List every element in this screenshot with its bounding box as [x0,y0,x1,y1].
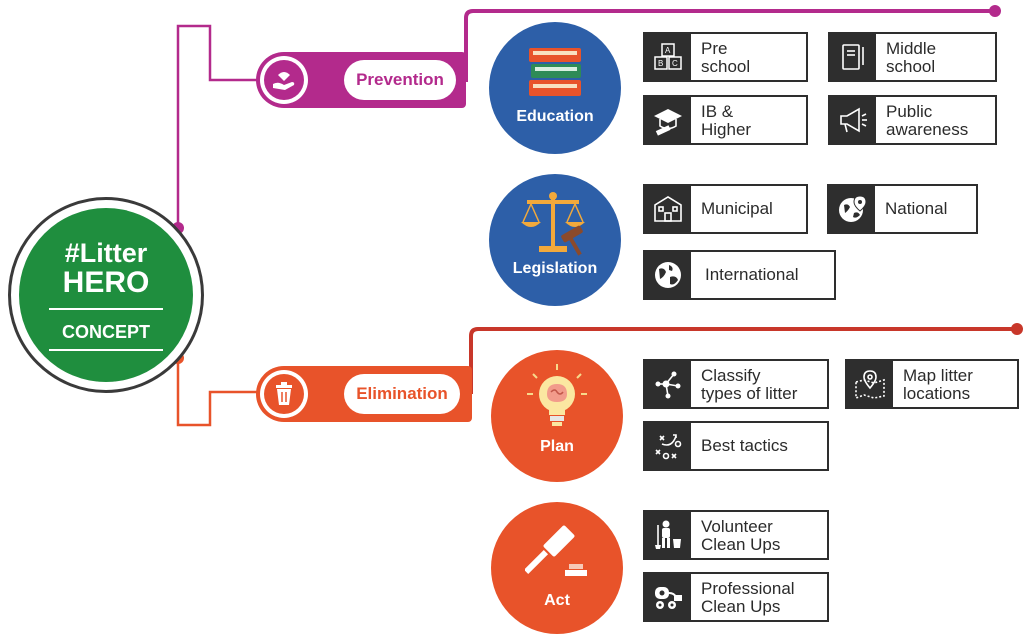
plan-label: Plan [540,438,574,455]
best-tactics-box: Best tactics [643,421,829,471]
public-awareness-box: Public awareness [828,95,997,145]
public-awareness-text: Public awareness [886,102,969,139]
trash-can-icon [264,374,304,414]
professional-text: Professional Clean Ups [701,579,795,616]
classify-box: Classify types of litter [643,359,829,409]
notebook-icon [830,34,876,80]
books-icon [529,48,581,96]
legislation-circle: Legislation [489,174,621,306]
vacuum-icon [645,574,691,620]
network-icon [645,361,691,407]
elimination-banner: Elimination [256,366,472,422]
act-label: Act [544,592,570,609]
litter-hero-concept-hub: #Litter HERO CONCEPT [8,197,204,393]
education-circle: Education [489,22,621,154]
act-circle: Act [491,502,623,634]
hub-green-circle: #Litter HERO CONCEPT [19,208,193,382]
graduation-cap-icon [645,97,691,143]
volunteer-box: Volunteer Clean Ups [643,510,829,560]
middle-school-text: Middle school [886,39,937,76]
education-label: Education [516,108,594,125]
best-tactics-text: Best tactics [701,436,788,455]
hub-hero: HERO [62,266,150,299]
ib-higher-text: IB & Higher [701,102,752,139]
elimination-label: Elimination [344,374,460,414]
hand-heart-icon [264,60,304,100]
janitor-icon [645,512,691,558]
tactics-icon [645,423,691,469]
prevention-banner: Prevention [256,52,466,108]
map-litter-box: Map litter locations [845,359,1019,409]
prevention-label: Prevention [344,60,456,100]
classify-text: Classify types of litter [701,366,798,403]
building-icon [645,186,691,232]
globe-pin-icon [829,186,875,232]
national-text: National [885,199,948,218]
hub-divider-bottom [49,349,163,351]
svg-text:A: A [665,46,671,55]
international-text: International [705,265,799,284]
legislation-label: Legislation [512,260,598,277]
svg-text:C: C [672,59,678,68]
megaphone-icon [830,97,876,143]
hub-concept: CONCEPT [61,322,150,342]
international-box: International [643,250,836,300]
municipal-text: Municipal [701,199,773,218]
hub-divider-top [49,308,163,310]
municipal-box: Municipal [643,184,808,234]
globe-icon [645,252,691,298]
map-pin-icon [847,361,893,407]
middle-school-box: Middle school [828,32,997,82]
svg-text:B: B [658,59,663,68]
scales-gavel-icon [521,192,585,256]
hub-hashtag: #Litter [64,238,148,268]
map-litter-text: Map litter locations [903,366,973,403]
professional-box: Professional Clean Ups [643,572,829,622]
plan-circle: Plan [491,350,623,482]
pre-school-text: Pre school [701,39,751,76]
volunteer-text: Volunteer Clean Ups [701,517,781,554]
ib-higher-box: IB & Higher [643,95,808,145]
lightbulb-brain-icon [527,364,587,426]
gavel-icon [525,525,587,576]
national-box: National [827,184,978,234]
